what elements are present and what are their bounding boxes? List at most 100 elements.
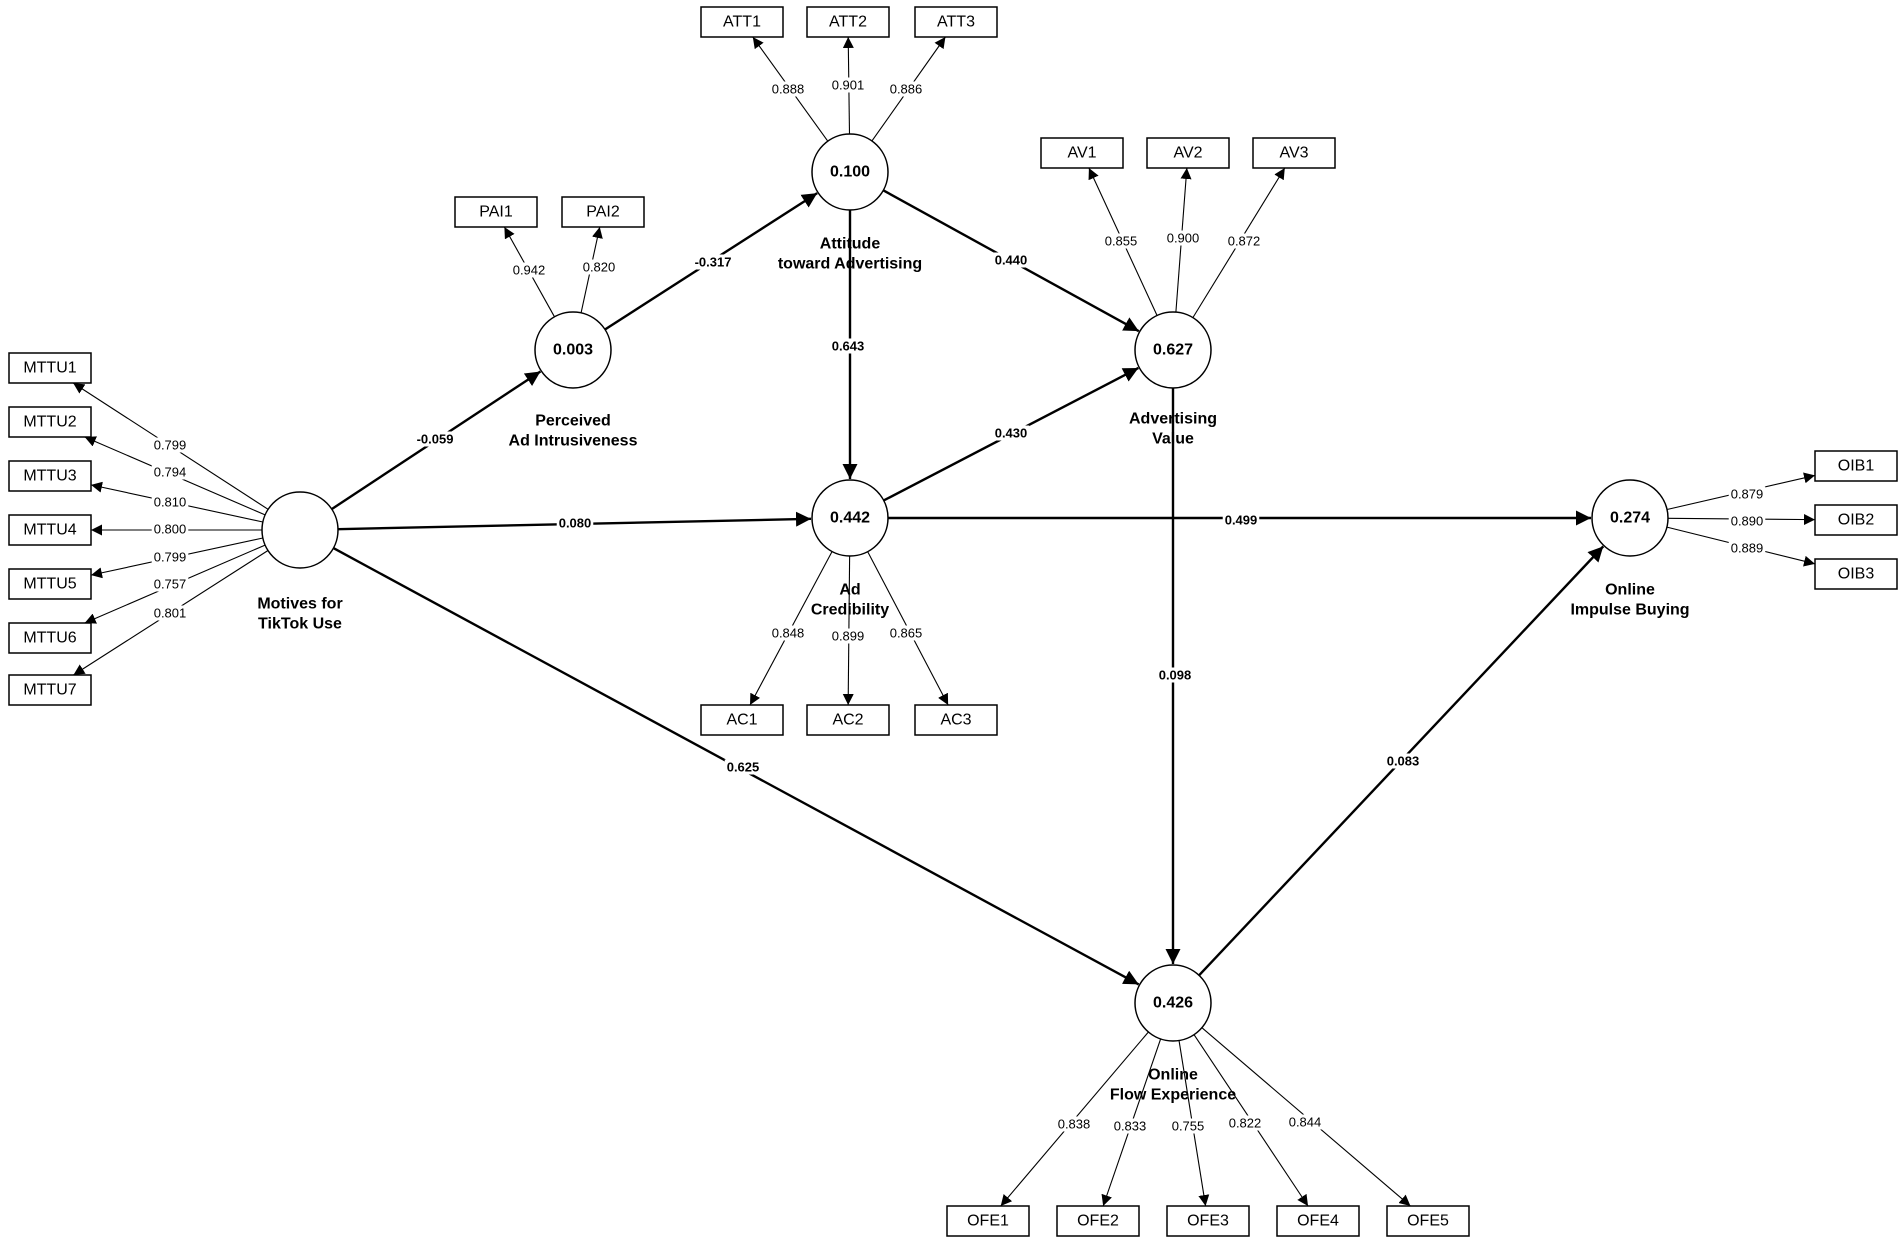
loading-label-ofe2-bg bbox=[1111, 1118, 1149, 1134]
loading-label-mttu2-text: 0.794 bbox=[154, 465, 187, 480]
indicator-ac3: AC3 bbox=[914, 704, 998, 736]
loading-label-av3-text: 0.872 bbox=[1228, 234, 1261, 249]
path-coef-ofe-to-oib: 0.083 bbox=[1384, 753, 1422, 769]
indicator-box bbox=[1814, 450, 1898, 482]
loading-label-av1-text: 0.855 bbox=[1105, 234, 1138, 249]
construct-name-line: toward Advertising bbox=[778, 256, 922, 273]
latent-circle bbox=[1134, 964, 1212, 1042]
loading-label-ofe2: 0.833 bbox=[1111, 1118, 1149, 1134]
path-coef-av-to-ofe: 0.098 bbox=[1156, 667, 1194, 683]
loading-label-oib1-bg bbox=[1728, 486, 1766, 502]
loading-label-ac2-bg bbox=[829, 628, 867, 644]
indicator-ofe5: OFE5 bbox=[1386, 1205, 1470, 1237]
path-coef-mttu-to-ac-bg bbox=[556, 515, 594, 531]
construct-name-line: Attitude bbox=[820, 236, 881, 253]
indicator-box bbox=[1814, 558, 1898, 590]
loading-label-mttu7-text: 0.801 bbox=[154, 606, 187, 621]
construct-name-line: Flow Experience bbox=[1110, 1087, 1236, 1104]
indicator-box bbox=[914, 6, 998, 38]
construct-name-line: Online bbox=[1148, 1067, 1198, 1084]
latent-circle bbox=[1591, 479, 1669, 557]
loading-label-ofe3-bg bbox=[1169, 1118, 1207, 1134]
loading-label-oib3-bg bbox=[1728, 540, 1766, 556]
r-squared-value: 0.100 bbox=[830, 164, 870, 181]
path-coef-att-to-av-text: 0.440 bbox=[995, 253, 1028, 268]
loading-label-att1: 0.888 bbox=[769, 81, 807, 97]
loading-label-ac1-bg bbox=[769, 625, 807, 641]
loading-label-pai1: 0.942 bbox=[510, 262, 548, 278]
indicator-box bbox=[700, 704, 784, 736]
indicator-label: MTTU4 bbox=[23, 522, 76, 539]
indicator-box bbox=[8, 674, 92, 706]
construct-name-line: Credibility bbox=[811, 602, 889, 619]
path-coef-mttu-to-pai: -0.059 bbox=[414, 431, 456, 447]
loading-label-ofe5-text: 0.844 bbox=[1289, 1115, 1322, 1130]
indicator-box bbox=[1056, 1205, 1140, 1237]
loading-label-ofe3-text: 0.755 bbox=[1172, 1119, 1205, 1134]
loading-label-ac2: 0.899 bbox=[829, 628, 867, 644]
loading-label-att2: 0.901 bbox=[829, 77, 867, 93]
r-squared-value: 0.442 bbox=[830, 510, 870, 527]
indicator-label: MTTU2 bbox=[23, 414, 76, 431]
loading-label-mttu4-text: 0.800 bbox=[154, 522, 187, 537]
loading-label-ac1: 0.848 bbox=[769, 625, 807, 641]
loading-label-mttu3-bg bbox=[151, 494, 189, 510]
loading-label-mttu6-bg bbox=[151, 576, 189, 592]
loading-label-ofe1-text: 0.838 bbox=[1058, 1117, 1091, 1132]
loading-label-oib3-text: 0.889 bbox=[1731, 541, 1764, 556]
indicator-box bbox=[8, 622, 92, 654]
loading-label-mttu2: 0.794 bbox=[151, 464, 189, 480]
construct-name-line: Motives for bbox=[257, 596, 342, 613]
indicator-box bbox=[1814, 504, 1898, 536]
construct-name-line: Ad bbox=[839, 582, 860, 599]
r-squared-value: 0.274 bbox=[1610, 510, 1650, 527]
indicator-box bbox=[806, 704, 890, 736]
path-coef-pai-to-att: -0.317 bbox=[692, 254, 734, 270]
loading-label-pai1-bg bbox=[510, 262, 548, 278]
indicator-label: OFE1 bbox=[967, 1213, 1009, 1230]
path-coef-pai-to-att-bg bbox=[692, 254, 734, 270]
indicator-label: OIB2 bbox=[1838, 512, 1875, 529]
indicator-label: OFE5 bbox=[1407, 1213, 1449, 1230]
indicator-mttu5: MTTU5 bbox=[8, 568, 92, 600]
latent-circle bbox=[811, 479, 889, 557]
indicator-label: ATT3 bbox=[937, 14, 975, 31]
path-coef-mttu-to-ofe: 0.625 bbox=[724, 759, 762, 775]
loading-label-ofe3: 0.755 bbox=[1169, 1118, 1207, 1134]
indicator-label: MTTU7 bbox=[23, 682, 76, 699]
indicator-oib1: OIB1 bbox=[1814, 450, 1898, 482]
indicator-label: MTTU6 bbox=[23, 630, 76, 647]
outer-loadings-layer: 0.7990.7940.8100.8000.7990.7570.8010.942… bbox=[72, 36, 1816, 1207]
indicator-pai2: PAI2 bbox=[561, 196, 645, 228]
loading-label-mttu1: 0.799 bbox=[151, 437, 189, 453]
loading-label-av2-text: 0.900 bbox=[1167, 231, 1200, 246]
loading-label-ofe1: 0.838 bbox=[1055, 1116, 1093, 1132]
construct-name-line: Advertising bbox=[1129, 411, 1217, 428]
loading-label-att3: 0.886 bbox=[887, 81, 925, 97]
loading-label-av3-bg bbox=[1225, 233, 1263, 249]
indicator-box bbox=[806, 6, 890, 38]
loading-label-oib2-bg bbox=[1728, 513, 1766, 529]
indicator-box bbox=[1386, 1205, 1470, 1237]
loading-label-oib3: 0.889 bbox=[1728, 540, 1766, 556]
loading-label-av2: 0.900 bbox=[1164, 230, 1202, 246]
indicator-pai1: PAI1 bbox=[454, 196, 538, 228]
path-coef-mttu-to-ac: 0.080 bbox=[556, 515, 594, 531]
indicator-ofe2: OFE2 bbox=[1056, 1205, 1140, 1237]
indicator-av2: AV2 bbox=[1146, 137, 1230, 169]
indicator-mttu1: MTTU1 bbox=[8, 352, 92, 384]
path-coef-ac-to-av-bg bbox=[992, 425, 1030, 441]
path-coef-ofe-to-oib-text: 0.083 bbox=[1387, 754, 1420, 769]
construct-name-line: Online bbox=[1605, 582, 1655, 599]
loading-label-av3: 0.872 bbox=[1225, 233, 1263, 249]
construct-name-line: Ad Intrusiveness bbox=[509, 433, 638, 450]
indicator-label: AC1 bbox=[726, 712, 757, 729]
indicator-box bbox=[8, 352, 92, 384]
loading-label-pai2-bg bbox=[580, 259, 618, 275]
r-squared-value: 0.426 bbox=[1153, 995, 1193, 1012]
